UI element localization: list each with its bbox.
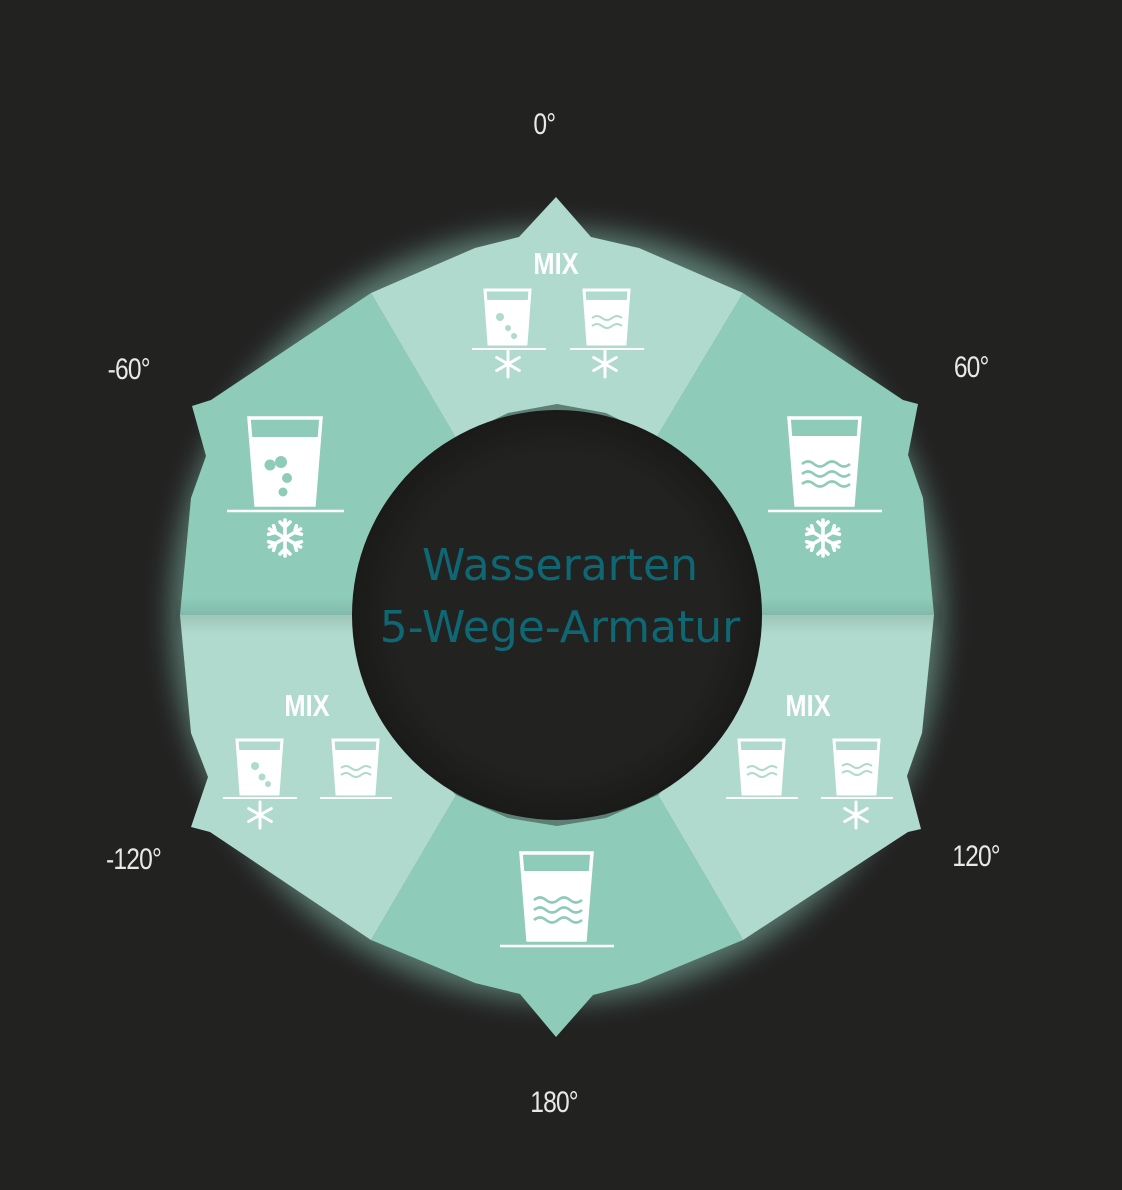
title-line-1: Wasserarten (422, 540, 698, 591)
sparkling-glass-icon (235, 738, 284, 796)
mix-label-lower-left: MIX (284, 688, 330, 723)
still-water-glass-icon (737, 738, 786, 796)
mix-label-lower-right: MIX (785, 688, 831, 723)
mix-label-top: MIX (533, 246, 579, 281)
center-hole (352, 410, 762, 820)
lower-left-icons (223, 738, 392, 830)
angle-label-minus-120: -120° (106, 843, 162, 876)
angle-label-minus-60: -60° (107, 353, 151, 386)
title-line-2: 5-Wege-Armatur (379, 602, 741, 653)
sparkling-glass-icon (247, 416, 323, 507)
sparkling-glass-icon (483, 288, 532, 346)
angle-label-60: 60° (953, 351, 990, 384)
still-water-glass-icon (832, 738, 881, 796)
top-icons (472, 288, 644, 379)
still-water-glass-icon (519, 851, 594, 942)
still-water-glass-icon (787, 416, 862, 507)
lower-right-icons (726, 738, 893, 830)
angle-label-0: 0° (533, 108, 556, 141)
segment-top (371, 197, 743, 438)
still-water-glass-icon (582, 288, 631, 346)
segment-lower-left (180, 615, 456, 940)
upper-left-icons (227, 416, 344, 558)
angle-label-120: 120° (952, 840, 1000, 873)
upper-right-icons (768, 416, 882, 558)
segment-lower-right (658, 615, 934, 940)
bottom-icons (500, 851, 614, 948)
angle-label-180: 180° (530, 1086, 578, 1119)
still-water-glass-icon (331, 738, 380, 796)
